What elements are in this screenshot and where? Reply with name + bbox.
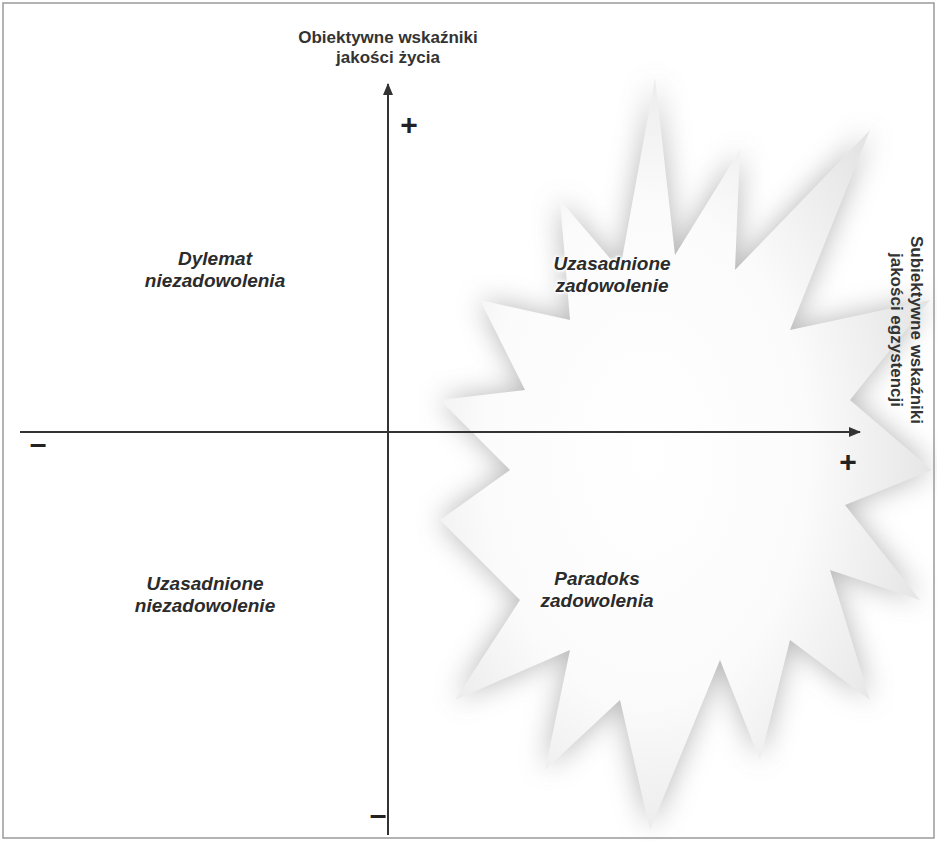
quadrant-label: Uzasadnione zadowolenie: [512, 253, 712, 297]
quadrant-label: Dylemat niezadowolenia: [115, 248, 315, 292]
axis-title: Subiektywne wskaźniki jakości egzystencj…: [886, 210, 926, 450]
star-glow: [440, 78, 932, 830]
quadrant-label: Paradoks zadowolenia: [497, 568, 697, 612]
star-burst: [440, 78, 932, 830]
plus-sign: +: [394, 110, 424, 140]
horizontal-axis: [20, 431, 860, 433]
vertical-axis: [387, 84, 389, 835]
star-shape: [440, 78, 932, 830]
axis-title: Obiektywne wskaźniki jakości życia: [268, 28, 508, 68]
minus-sign: –: [363, 800, 393, 830]
plus-sign: +: [833, 447, 863, 477]
quadrant-label: Uzasadnione niezadowolenie: [105, 573, 305, 617]
minus-sign: –: [23, 429, 53, 459]
frame: [3, 3, 934, 838]
